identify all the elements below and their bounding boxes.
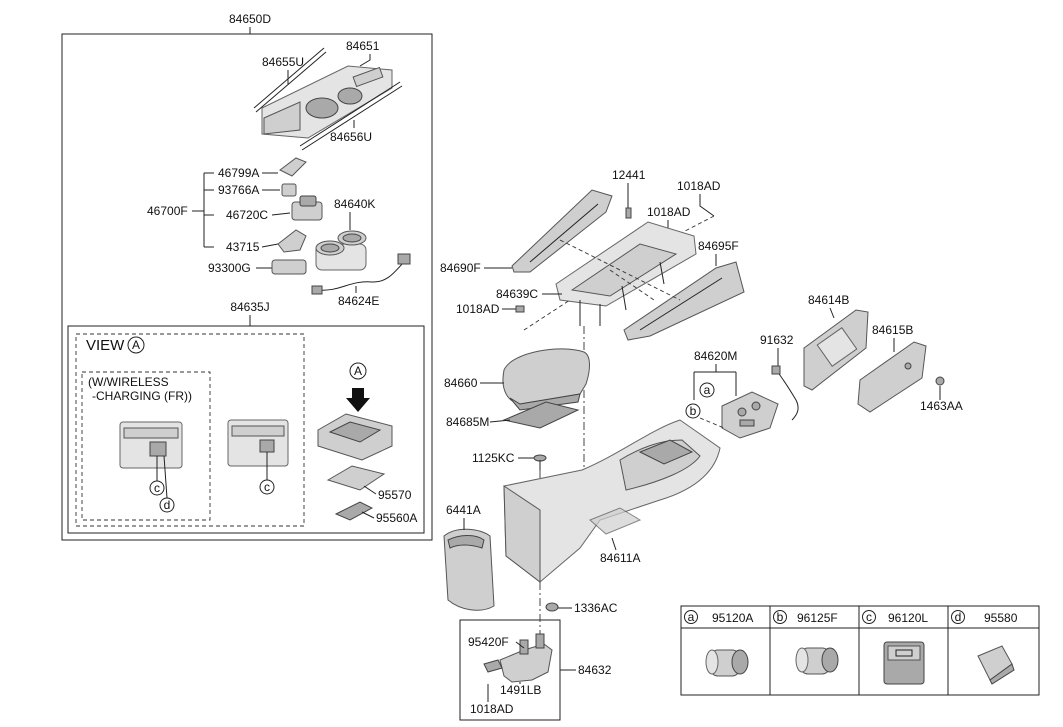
view-direction-arrow [346,388,370,412]
side-panel-84690F [511,189,613,273]
arrow-a-marker: A [354,364,362,378]
side-trim-84614B [803,309,869,391]
legend-part-d: 95580 [984,611,1018,625]
label-95570: 95570 [378,488,412,502]
rear-cover-6441A [443,528,495,611]
legend-image-b [795,647,839,675]
wireless-note-line2: -CHARGING (FR)) [92,389,192,403]
cup-holder [315,230,367,271]
legend-part-c: 96120L [888,611,928,625]
shift-switch [291,195,323,221]
ref-b: b [690,404,697,418]
charger-bracket-wireless [119,421,183,469]
label-84620M: 84620M [694,349,737,363]
label-12441: 12441 [612,168,646,182]
pad-95570 [326,465,386,491]
bracket-95420F [499,633,553,683]
label-84685M: 84685M [446,415,489,429]
console-upper-panel [253,47,403,151]
legend-part-b: 96125F [797,611,838,625]
label-91632: 91632 [760,333,794,347]
assembly-frame-84650D [61,33,433,541]
label-84650D: 84650D [229,12,271,26]
ref-d-wireless: d [164,498,171,512]
mat-84685M [502,401,580,429]
legend-part-a: 95120A [712,611,753,625]
label-84615B: 84615B [872,323,913,337]
legend-image-c [883,641,925,685]
label-1125KC: 1125KC [472,451,515,465]
armrest-84660 [502,348,590,411]
pad-1491LB [483,659,503,673]
clip-1336AC [545,602,559,612]
bracket-43715 [277,229,307,253]
legend-cell-d: d 95580 [951,610,1018,685]
label-84614B: 84614B [808,293,849,307]
label-84632: 84632 [578,663,612,677]
label-95420F: 95420F [468,635,509,649]
ref-c-wireless: c [154,481,160,495]
legend-key-a: a [688,610,695,624]
legend-cell-a: a 95120A [684,610,753,677]
charger-bracket [227,419,289,467]
label-46799A: 46799A [218,166,259,180]
legend-cell-c: c 96120L [862,610,928,685]
switch-cover [279,157,307,177]
side-trim-84615B [857,341,927,413]
usb-module [271,259,307,275]
ref-c: c [264,480,270,494]
label-84611A: 84611A [600,551,640,565]
view-a-frame [75,333,305,527]
switch-panel-84620M [721,391,779,439]
label-84651: 84651 [346,39,380,53]
view-a-marker: A [132,338,140,352]
screw-1125KC [533,454,547,470]
label-1463AA: 1463AA [920,399,963,413]
ref-a: a [704,383,711,397]
label-46720C: 46720C [226,208,268,222]
label-46700F: 46700F [147,204,188,218]
wiring-91632 [775,369,799,421]
label-84690F: 84690F [440,261,481,275]
label-1018AD-bottom: 1018AD [470,702,514,716]
label-1491LB: 1491LB [500,683,541,697]
label-93766A: 93766A [218,183,259,197]
side-panel-84695F [623,261,745,341]
console-bracket-84639C [555,221,697,326]
legend-key-b: b [777,610,784,624]
label-84640K: 84640K [334,197,375,211]
switch-small [281,183,297,197]
label-84660: 84660 [444,376,478,390]
view-a-title: VIEW [86,337,125,354]
legend-table [680,605,1040,696]
tray-assembly [317,413,393,461]
label-84624E: 84624E [338,294,379,308]
pad-95560A [334,501,374,521]
label-1336AC: 1336AC [574,601,618,615]
legend-key-c: c [866,610,872,624]
label-1018AD-left: 1018AD [456,302,500,316]
label-95560A: 95560A [376,511,417,525]
legend-cell-b: b 96125F [773,610,839,675]
label-93300G: 93300G [208,261,251,275]
console-body-84611A [503,419,721,584]
label-1018AD-mid: 1018AD [647,205,691,219]
view-frame-84635J [67,325,425,534]
label-6441A: 6441A [446,503,481,517]
legend-key-d: d [955,610,962,624]
wiring-84624E [311,253,411,295]
label-43715: 43715 [226,240,260,254]
label-84695F: 84695F [698,239,739,253]
label-1018AD-top: 1018AD [677,179,721,193]
label-84635J: 84635J [230,300,269,314]
label-84639C: 84639C [496,287,538,301]
clip-1463AA [935,376,945,386]
label-84656U: 84656U [330,130,372,144]
legend-image-a [705,649,749,677]
label-84655U: 84655U [262,55,304,69]
legend-image-d [977,645,1015,685]
wireless-frame [81,371,211,521]
wireless-note-line1: (W/WIRELESS [88,375,169,389]
